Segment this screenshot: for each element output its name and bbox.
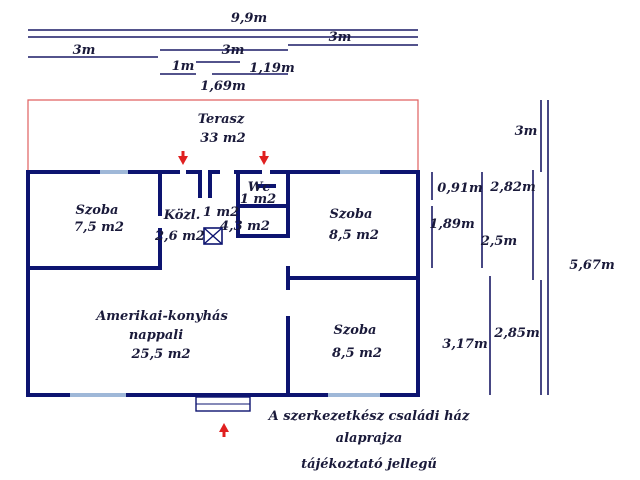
- caption-line1: A szerkezetkész családi ház: [267, 409, 470, 424]
- entrance-arrow-bottom: [219, 423, 229, 432]
- dim-mid-3m: 3m: [222, 43, 245, 58]
- wc-name: Wc: [248, 180, 271, 195]
- windows: [70, 170, 380, 397]
- caption-line3: tájékoztató jellegű: [301, 457, 437, 472]
- small-room-area: 1 m2: [203, 205, 239, 220]
- dim-left-3m: 3m: [73, 43, 96, 58]
- room2-area: 8,5 m2: [329, 228, 379, 243]
- dim-total-width: 9,9m: [231, 11, 267, 26]
- entrance-arrow-right-stem: [262, 151, 266, 157]
- living-area: 25,5 m2: [131, 347, 191, 362]
- living-name: Amerikai-konyhás: [94, 309, 228, 324]
- dim-2-5: 2,5m: [480, 234, 517, 249]
- room3-area: 8,5 m2: [332, 346, 382, 361]
- dim-0-91: 0,91m: [437, 181, 482, 196]
- dim-2-85: 2,85m: [493, 326, 539, 341]
- dim-1-19: 1,19m: [249, 61, 294, 76]
- terrace-area: 33 m2: [200, 131, 245, 146]
- dim-right-3m: 3m: [329, 30, 352, 45]
- terrace-name: Terasz: [198, 112, 245, 127]
- living-name-line2: nappali: [129, 328, 183, 343]
- entrance-arrow-bottom-stem: [222, 431, 226, 437]
- terrace-outline: [27, 99, 419, 172]
- bath-area: 4,3 m2: [220, 219, 270, 234]
- hall-name: Közl.: [163, 208, 201, 223]
- shaft-icon: [203, 227, 223, 245]
- dim-3-17: 3,17m: [442, 337, 487, 352]
- caption-line2: alaprajza: [336, 431, 403, 446]
- dim-1-69: 1,69m: [200, 79, 245, 94]
- dim-1-89: 1,89m: [429, 217, 474, 232]
- entrance-arrow-left-stem: [181, 151, 185, 157]
- entrance-arrow-right: [259, 156, 269, 165]
- dim-5-67: 5,67m: [569, 258, 614, 273]
- room3-name: Szoba: [334, 323, 377, 338]
- entrance-arrow-left: [178, 156, 188, 165]
- room1-area: 7,5 m2: [74, 220, 124, 235]
- room1-name: Szoba: [76, 203, 119, 218]
- right-dimension-lines: [431, 100, 549, 395]
- dim-terrace-depth: 3m: [515, 124, 538, 139]
- walls: [26, 170, 420, 397]
- dim-2-82: 2,82m: [489, 180, 535, 195]
- dim-1m: 1m: [172, 59, 195, 74]
- hall-area: 2,6 m2: [154, 229, 205, 244]
- top-dimension-lines: [28, 29, 418, 75]
- wc-area: 1 m2: [240, 192, 276, 207]
- room2-name: Szoba: [330, 207, 373, 222]
